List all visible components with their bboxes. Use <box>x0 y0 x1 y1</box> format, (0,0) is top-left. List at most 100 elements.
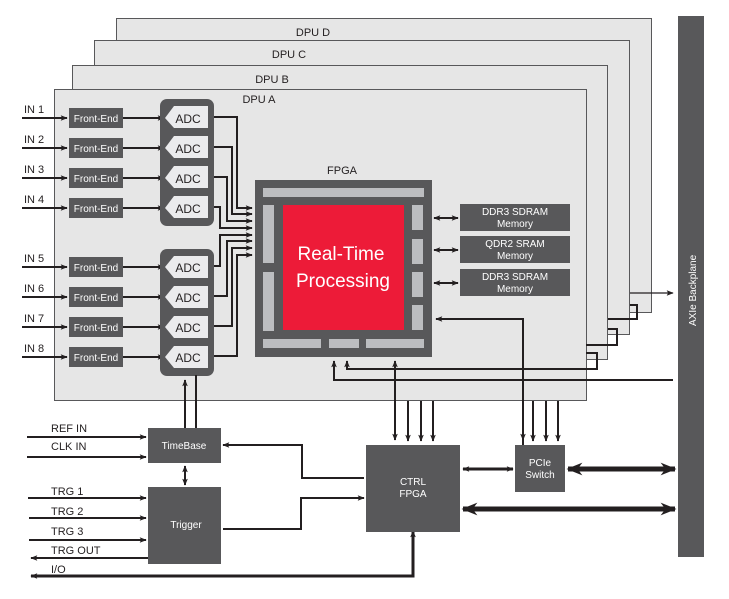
pcie-switch-block: PCIe Switch <box>462 445 677 492</box>
fpga-port <box>412 205 423 230</box>
front-end-label: Front-End <box>74 293 118 304</box>
adc-to-fpga-wires <box>214 116 253 357</box>
ctrl-fpga-label-line1: CTRL <box>400 477 427 488</box>
fpga-port <box>263 339 321 348</box>
timebase-label: TimeBase <box>162 441 207 452</box>
fpga-port <box>412 239 423 264</box>
adc-label: ADC <box>175 172 201 186</box>
fpga-port <box>412 305 423 330</box>
input-label: IN 3 <box>24 164 44 176</box>
front-end-label: Front-End <box>74 114 118 125</box>
front-end-block <box>69 287 123 307</box>
dpu-card-label: DPU B <box>255 74 289 86</box>
input-label: IN 5 <box>24 253 44 265</box>
front-end-block <box>69 138 123 158</box>
fpga-pcie-wires <box>435 316 526 483</box>
pcie-bus-wires <box>530 401 561 442</box>
dpu-card-label: DPU A <box>242 94 276 106</box>
adc-7: ADC <box>165 316 208 338</box>
adc-8: ADC <box>165 346 208 368</box>
front-end-label: Front-End <box>74 263 118 274</box>
trigger-output-label: TRG OUT <box>51 545 101 557</box>
front-end-block <box>69 198 123 218</box>
front-end-label: Front-End <box>74 353 118 364</box>
input-channel-3: IN 3 Front-End <box>22 164 165 188</box>
adc-group-bottom: ADC ADC ADC ADC <box>160 249 214 376</box>
ctrl-timing-wires <box>222 442 365 530</box>
adc-label: ADC <box>175 112 201 126</box>
fpga-port <box>329 339 359 348</box>
fpga-block: FPGA Real-Time Processing <box>255 165 432 357</box>
adc-3: ADC <box>165 166 208 188</box>
input-label: IN 8 <box>24 343 44 355</box>
input-channels-top: IN 1 Front-End IN 2 Front-End IN 3 Front… <box>22 104 165 218</box>
adc-label: ADC <box>175 202 201 216</box>
timebase-input-label: REF IN <box>51 423 87 435</box>
front-end-label: Front-End <box>74 174 118 185</box>
ctrl-fpga-block: CTRL FPGA <box>366 445 460 532</box>
memory-label-line1: DDR3 SDRAM <box>482 272 548 283</box>
adc-label: ADC <box>175 321 201 335</box>
memory-qdr2: QDR2 SRAM Memory <box>433 236 570 263</box>
timebase-input-label: CLK IN <box>51 441 87 453</box>
timebase-block: REF IN CLK IN TimeBase <box>27 375 221 486</box>
core-label-line2: Processing <box>296 271 390 292</box>
real-time-processing-core <box>283 205 404 330</box>
front-end-block <box>69 347 123 367</box>
trigger-block: TRG 1 TRG 2 TRG 3 TRG OUT Trigger <box>28 486 221 564</box>
input-channel-2: IN 2 Front-End <box>22 134 165 158</box>
input-channel-4: IN 4 Front-End <box>22 194 165 218</box>
adc-label: ADC <box>175 261 201 275</box>
memory-label-line1: QDR2 SRAM <box>485 239 544 250</box>
input-label: IN 6 <box>24 283 44 295</box>
fpga-port <box>366 339 424 348</box>
front-end-block <box>69 317 123 337</box>
axie-backplane: AXIe Backplane <box>678 16 704 557</box>
memory-ddr3-bottom: DDR3 SDRAM Memory <box>433 269 570 296</box>
adc-group-top: ADC ADC ADC ADC <box>160 99 214 226</box>
input-label: IN 2 <box>24 134 44 146</box>
input-channels-bottom: IN 5 Front-End IN 6 Front-End IN 7 Front… <box>22 253 165 367</box>
memory-label-line2: Memory <box>497 251 533 262</box>
adc-label: ADC <box>175 142 201 156</box>
dpu-card-label: DPU C <box>272 49 306 61</box>
backplane-label: AXIe Backplane <box>688 254 699 326</box>
fpga-bottom-wires <box>331 360 673 441</box>
input-channel-8: IN 8 Front-End <box>22 343 165 367</box>
ctrl-fpga-label-line2: FPGA <box>399 489 427 500</box>
front-end-label: Front-End <box>74 204 118 215</box>
adc-4: ADC <box>165 196 208 218</box>
adc-label: ADC <box>175 291 201 305</box>
fpga-port <box>412 272 423 297</box>
adc-2: ADC <box>165 136 208 158</box>
dpu-card-label: DPU D <box>296 27 330 39</box>
trigger-label: Trigger <box>170 520 202 531</box>
adc-label: ADC <box>175 351 201 365</box>
front-end-block <box>69 257 123 277</box>
adc-6: ADC <box>165 286 208 308</box>
fpga-port <box>263 205 274 263</box>
input-label: IN 4 <box>24 194 44 206</box>
input-channel-1: IN 1 Front-End <box>22 104 165 128</box>
trigger-input-label: TRG 2 <box>51 506 83 518</box>
front-end-label: Front-End <box>74 144 118 155</box>
fpga-port <box>263 272 274 331</box>
front-end-block <box>69 168 123 188</box>
memory-label-line1: DDR3 SDRAM <box>482 207 548 218</box>
memory-ddr3-top: DDR3 SDRAM Memory <box>433 204 570 231</box>
front-end-block <box>69 108 123 128</box>
input-channel-7: IN 7 Front-End <box>22 313 165 337</box>
input-label: IN 1 <box>24 104 44 116</box>
adc-1: ADC <box>165 106 208 128</box>
core-label-line1: Real-Time <box>298 244 385 265</box>
trigger-input-label: TRG 1 <box>51 486 83 498</box>
io-line: I/O <box>30 530 416 579</box>
ctrl-fpga-bus-wires <box>405 401 436 442</box>
input-channel-6: IN 6 Front-End <box>22 283 165 307</box>
adc-5: ADC <box>165 256 208 278</box>
memory-label-line2: Memory <box>497 284 533 295</box>
pcie-label-line1: PCIe <box>529 458 552 469</box>
io-label: I/O <box>51 564 66 576</box>
memory-blocks: DDR3 SDRAM Memory QDR2 SRAM Memory DDR3 … <box>433 204 570 296</box>
